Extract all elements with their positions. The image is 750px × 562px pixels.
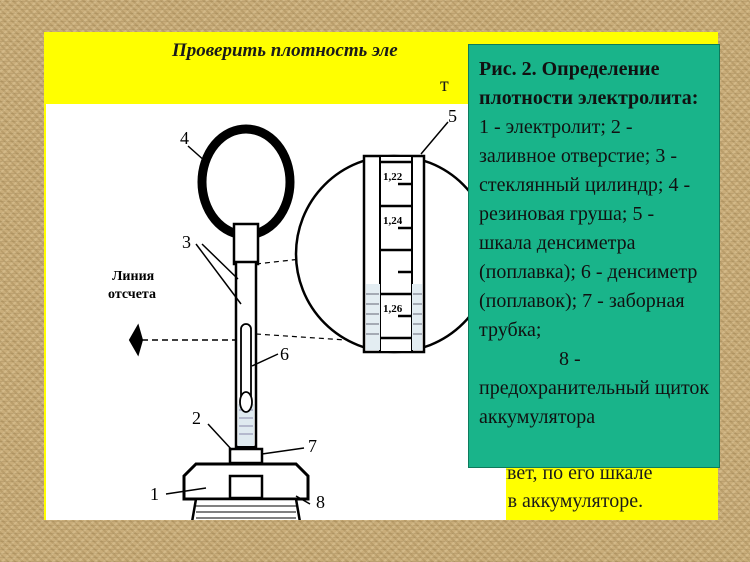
scale-label: 1,22: [383, 171, 403, 183]
caption-body: 1 - электролит; 2 - заливное отверстие; …: [479, 116, 698, 341]
reference-line-label-2: отсчета: [108, 287, 156, 302]
label-1: 1: [150, 484, 159, 504]
slide-title: Проверить плотность эле: [172, 40, 398, 61]
eye-symbol: [128, 323, 144, 357]
label-8: 8: [316, 492, 325, 512]
figure-caption-box: Рис. 2. Определение плотности электролит…: [468, 44, 720, 468]
label-6: 6: [280, 344, 289, 364]
label-7: 7: [308, 436, 317, 456]
label-2: 2: [192, 408, 201, 428]
label-4: 4: [180, 128, 189, 148]
scale-label: 1,26: [383, 303, 403, 315]
label-5: 5: [448, 106, 457, 126]
hydrometer-figure: 1,22 1,24 1,26 4 3 5 6 2 7 1 8 Линия отс…: [46, 104, 506, 520]
caption-title: Рис. 2. Определение плотности электролит…: [479, 58, 699, 109]
hydrometer-diagram: 1,22 1,24 1,26 4 3 5 6 2 7 1 8 Линия отс…: [108, 106, 494, 520]
rubber-bulb: [197, 124, 295, 240]
scale-label: 1,24: [383, 215, 403, 227]
caption-item-8: 8 - предохранительный щиток аккумулятора: [479, 348, 710, 428]
label-3: 3: [182, 232, 191, 252]
body-line: т: [440, 74, 449, 96]
reference-line-label-1: Линия: [112, 269, 155, 284]
body-footer-line-2: рита в аккумуляторе.: [464, 490, 644, 512]
